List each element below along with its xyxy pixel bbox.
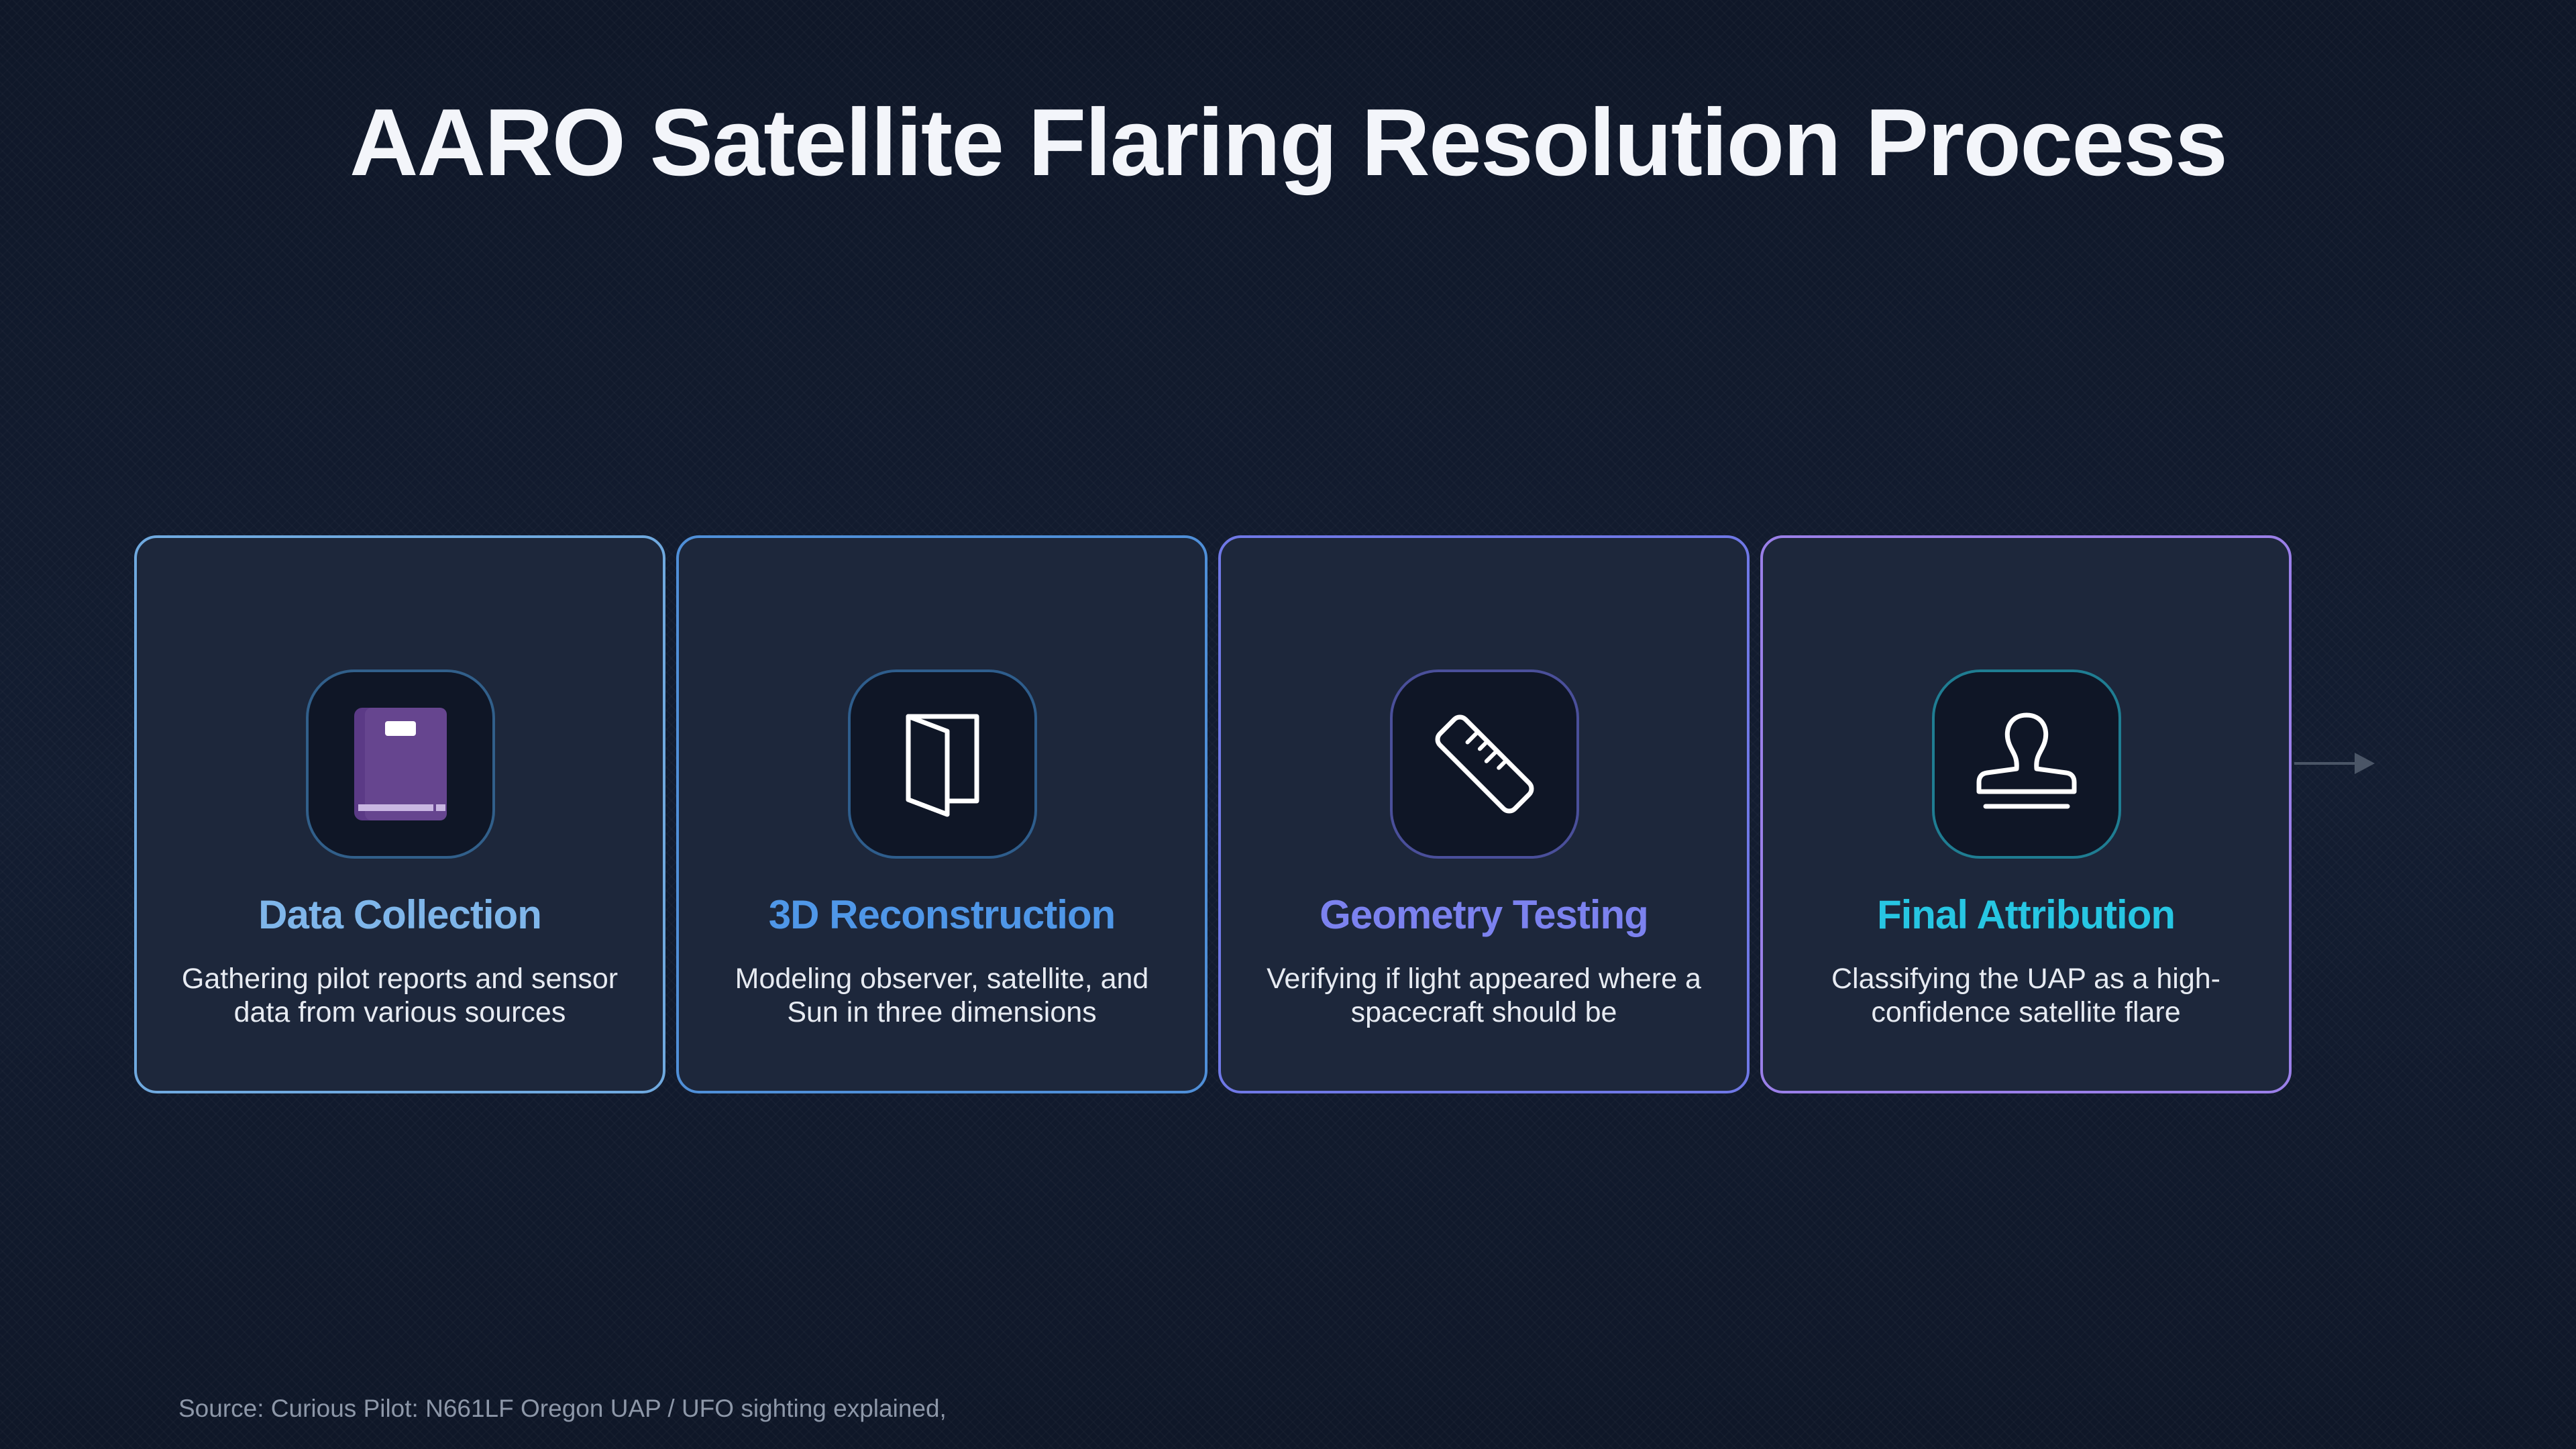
step-card-data-collection: Data Collection Gathering pilot reports … (134, 535, 665, 1093)
arrow-head-icon (2355, 753, 2375, 774)
step-card-3d-reconstruction: 3D Reconstruction Modeling observer, sat… (676, 535, 1208, 1093)
step-card-geometry-testing: Geometry Testing Verifying if light appe… (1218, 535, 1750, 1093)
ruler-icon (1435, 714, 1534, 814)
icon-container (1932, 669, 2121, 859)
step-description: Modeling observer, satellite, and Sun in… (735, 963, 1149, 1028)
step-description: Verifying if light appeared where a spac… (1267, 963, 1701, 1028)
map-fold-icon (906, 714, 979, 817)
stamp-icon (1976, 712, 2077, 809)
source-citation: Source: Curious Pilot: N661LF Oregon UAP… (178, 1395, 947, 1422)
step-description: Gathering pilot reports and sensor data … (181, 963, 619, 1028)
book-icon (354, 708, 447, 820)
step-title: 3D Reconstruction (768, 892, 1116, 937)
icon-container (848, 669, 1037, 859)
icon-container (306, 669, 495, 859)
connector-arrow-4-out (2294, 762, 2361, 765)
page-title: AARO Satellite Flaring Resolution Proces… (349, 89, 2228, 196)
step-title: Geometry Testing (1320, 892, 1649, 937)
step-title: Data Collection (258, 892, 542, 937)
icon-container (1390, 669, 1579, 859)
step-card-final-attribution: Final Attribution Classifying the UAP as… (1760, 535, 2292, 1093)
step-title: Final Attribution (1876, 892, 2176, 937)
step-description: Classifying the UAP as a high-confidence… (1831, 963, 2220, 1028)
